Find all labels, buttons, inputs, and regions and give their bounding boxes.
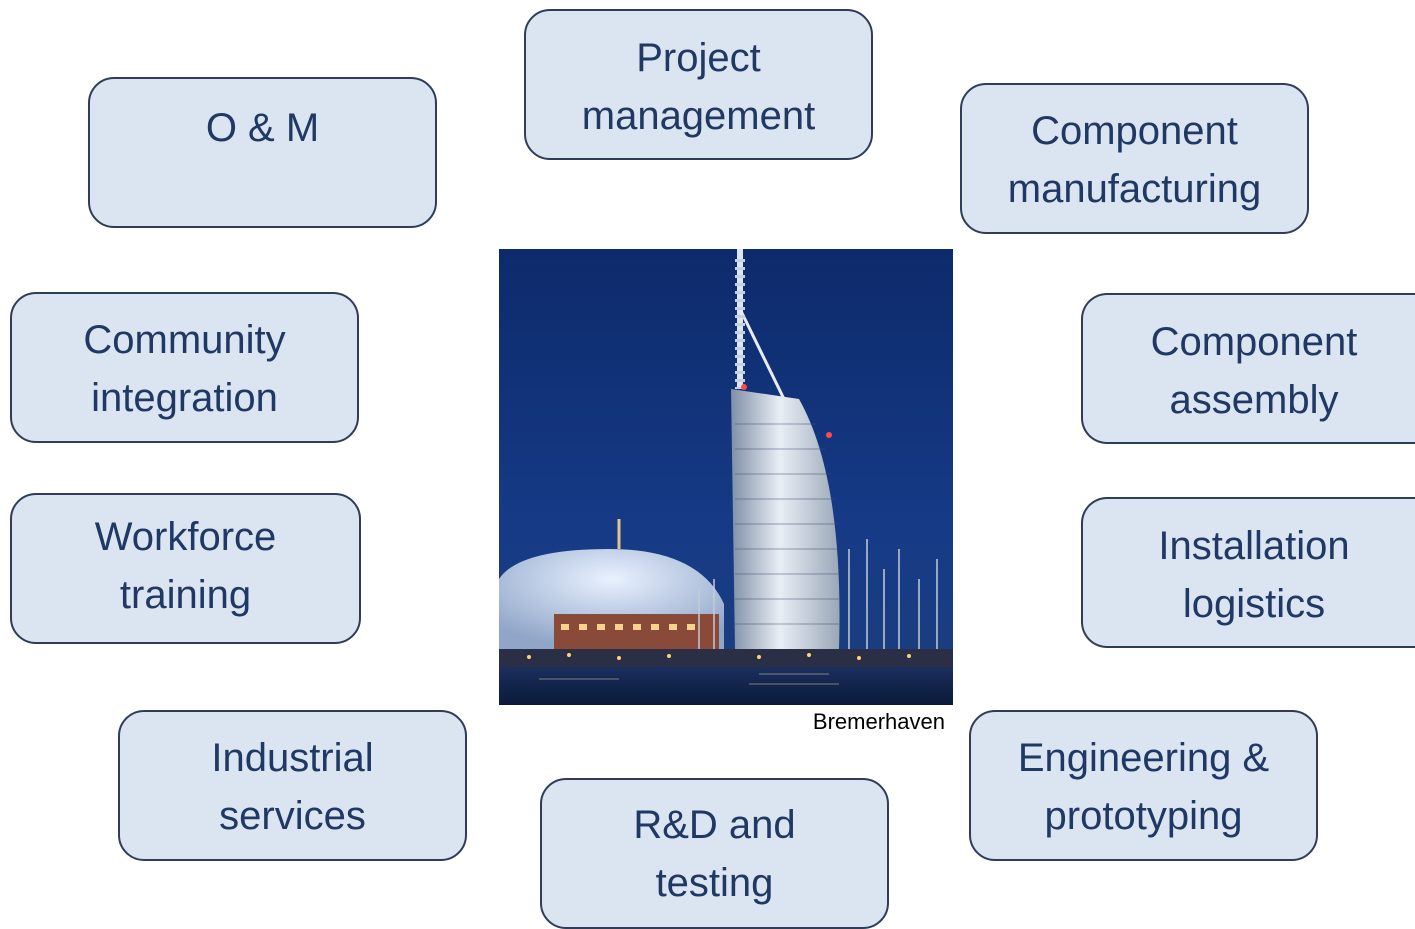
box-label-line: prototyping <box>1044 794 1243 838</box>
box-label-line: Engineering & <box>1017 736 1270 780</box>
box-label-line: management <box>581 94 816 138</box>
box-label-line: Community <box>83 318 286 362</box>
box-label-line: R&D and <box>633 803 796 847</box>
box-label-line: manufacturing <box>1007 167 1262 211</box>
box-project-management: Project management <box>524 9 873 160</box>
box-label-line: O & M <box>205 106 320 150</box>
box-workforce-training: Workforce training <box>10 493 361 644</box>
box-label-line: Industrial <box>211 736 374 780</box>
box-label-line: training <box>119 573 252 617</box>
box-label-line: testing <box>655 861 774 905</box>
box-label-line: logistics <box>1182 582 1326 626</box>
box-rd-testing: R&D and testing <box>540 778 889 929</box>
box-label-line: Project <box>636 36 761 80</box>
box-label-line: Installation <box>1158 524 1350 568</box>
bremerhaven-photo <box>499 249 953 705</box>
box-om: O & M <box>88 77 437 228</box>
box-label-line: Workforce <box>94 515 277 559</box>
box-installation-logistics: Installation logistics <box>1081 497 1415 648</box>
photo-caption: Bremerhaven <box>812 709 945 734</box>
box-label-line: integration <box>91 376 278 420</box>
box-label-line: assembly <box>1169 378 1339 422</box>
box-label-line: services <box>219 794 366 838</box>
box-component-manufacturing: Component manufacturing <box>960 83 1309 234</box>
box-industrial-services: Industrial services <box>118 710 467 861</box>
box-component-assembly: Component assembly <box>1081 293 1415 444</box>
box-label-line: Component <box>1031 109 1238 153</box>
box-label-line: Component <box>1150 320 1358 364</box>
box-engineering-prototyping: Engineering & prototyping <box>969 710 1318 861</box>
box-community-integration: Community integration <box>10 292 359 443</box>
